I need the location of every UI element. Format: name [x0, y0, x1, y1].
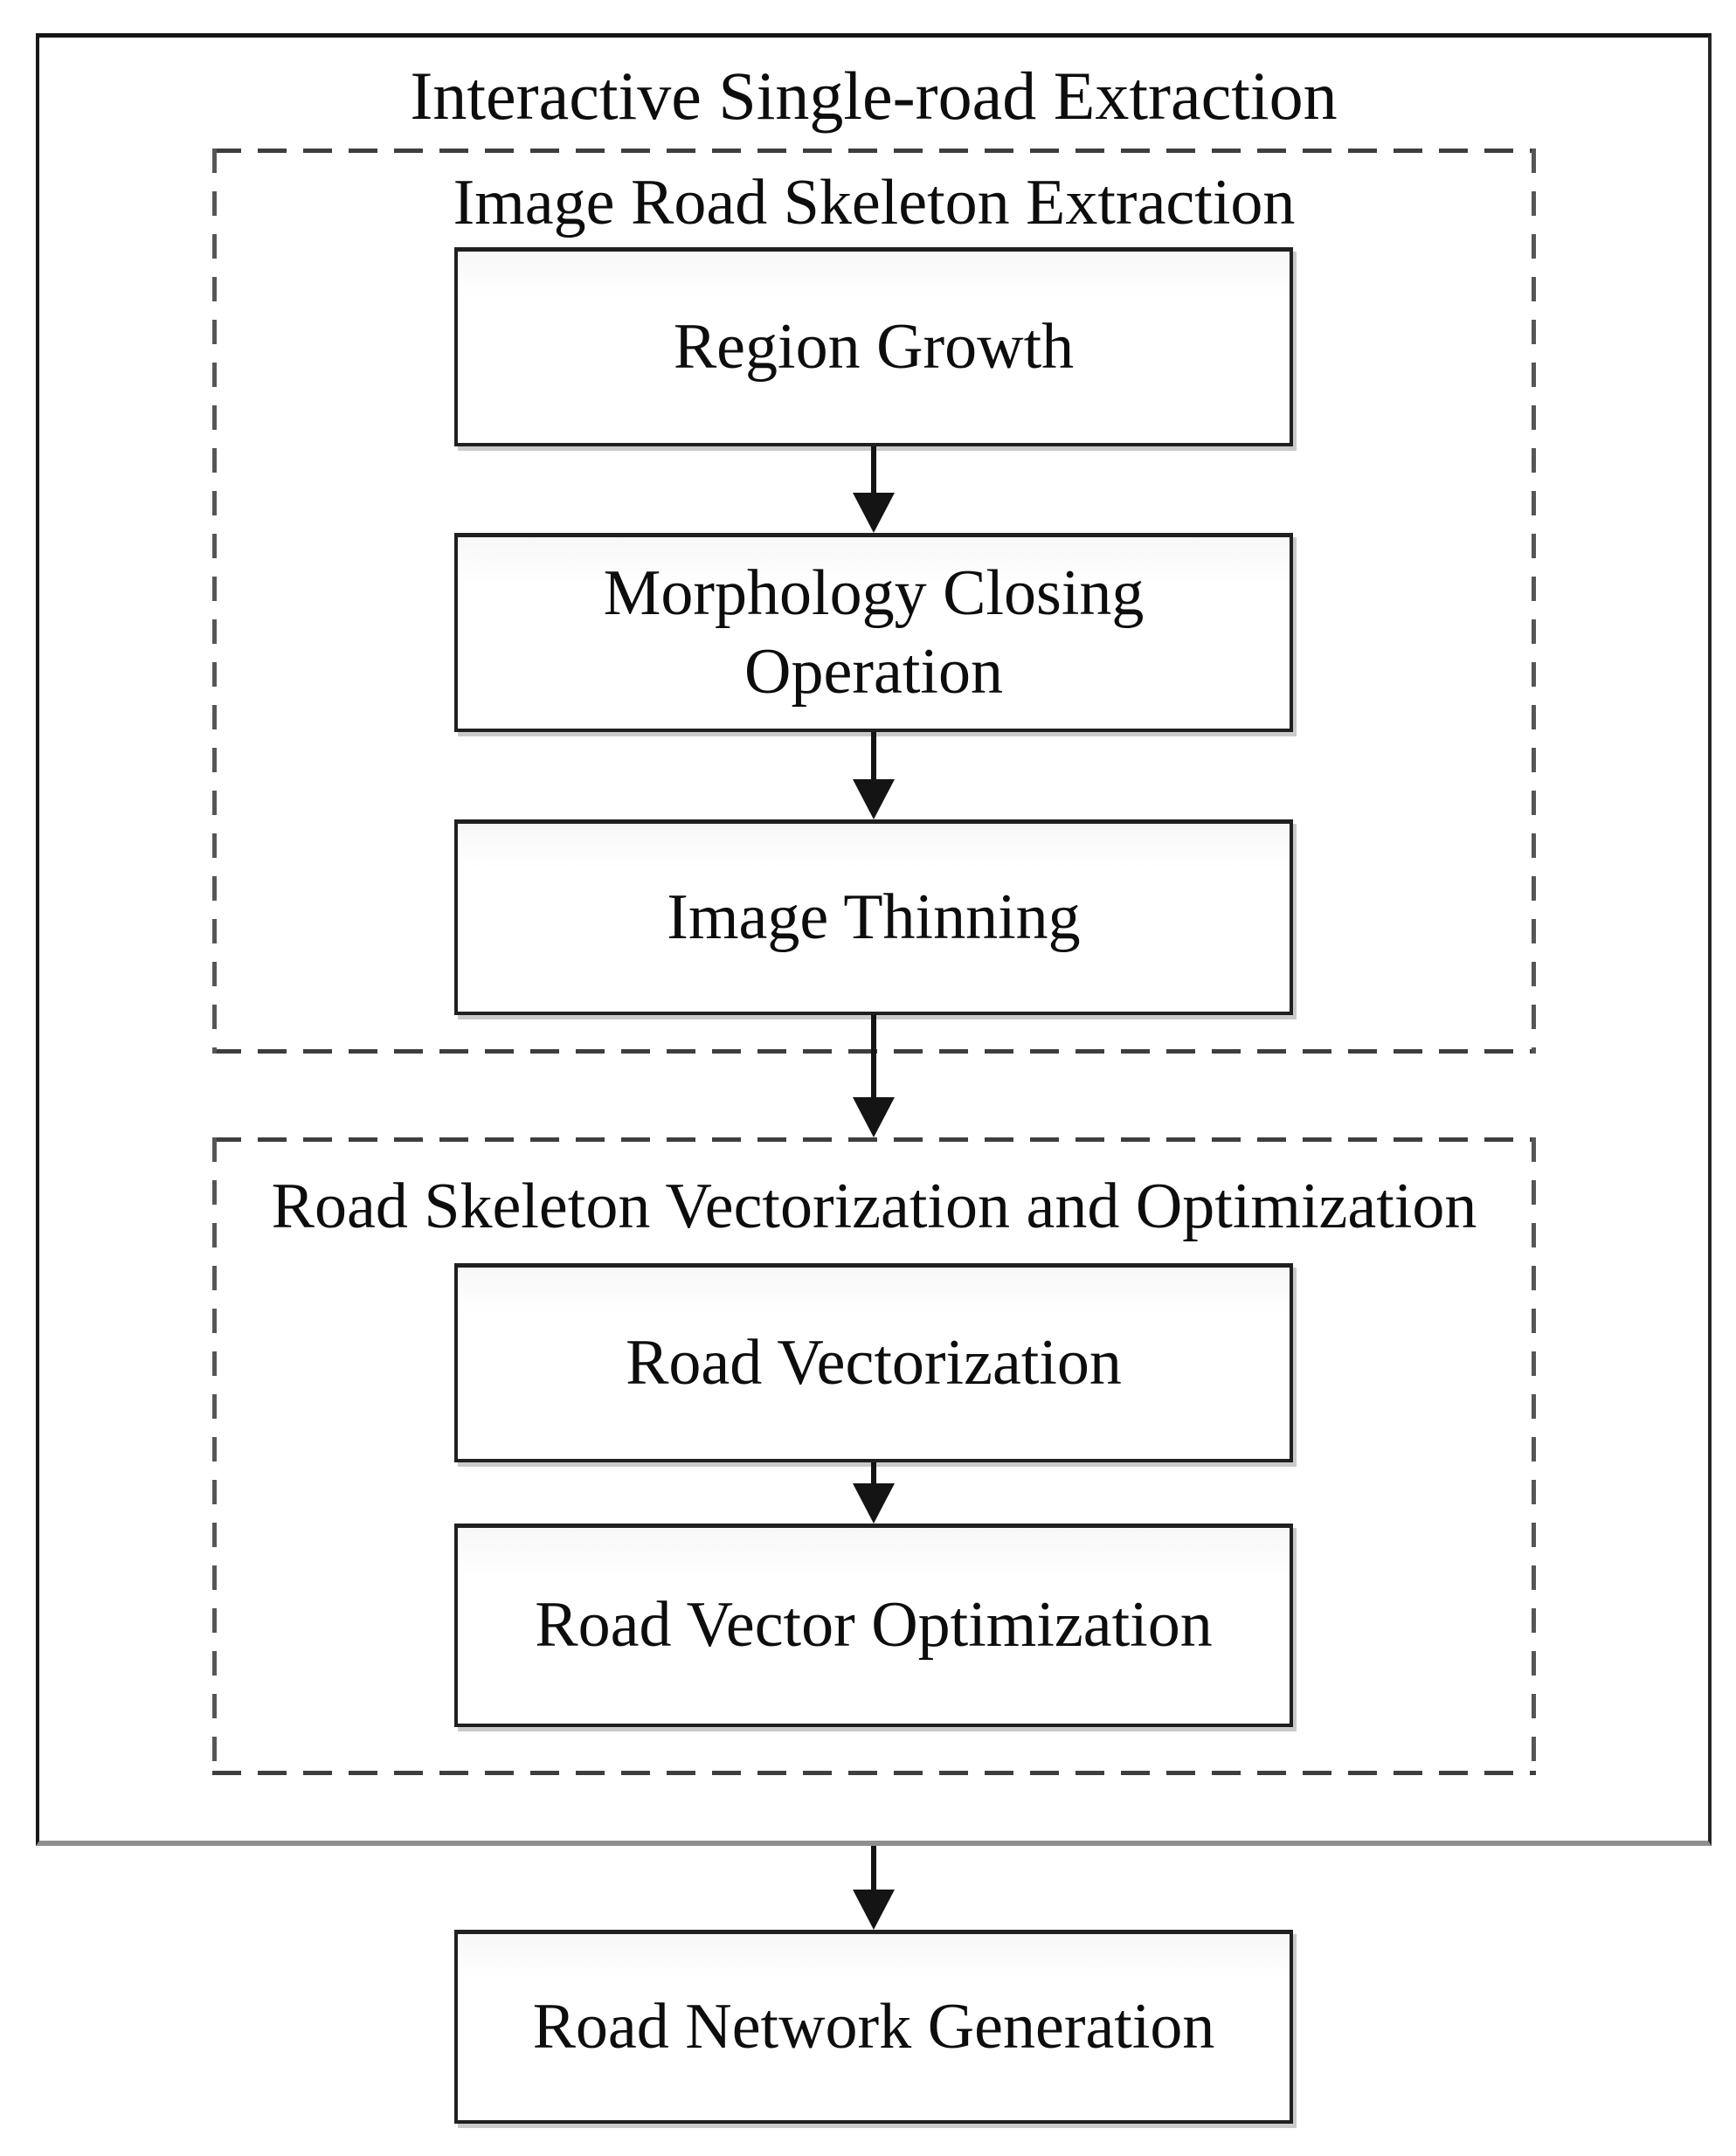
arrow-head-icon: [853, 493, 895, 533]
flow-arrow-stage2-to-road-network-generation: [853, 1846, 895, 1930]
arrow-head-icon: [853, 779, 895, 819]
flow-arrow-vectorization-to-optimization: [853, 1462, 895, 1524]
dashed-border-left: [212, 1137, 217, 1775]
stage1-title: Image Road Skeleton Extraction: [453, 167, 1296, 238]
flow-arrow-stage1-to-stage2: [853, 1015, 895, 1137]
step-label: Morphology Closing Operation: [603, 556, 1145, 708]
step-label: Road Vectorization: [626, 1326, 1122, 1399]
dashed-border-left: [212, 149, 217, 1054]
arrow-head-icon: [853, 1483, 895, 1524]
arrow-shaft: [871, 1015, 876, 1097]
flow-arrow-region-growth-to-morphology: [853, 446, 895, 533]
interactive-extraction-group-border: [36, 33, 1712, 1846]
step-road-network-generation: Road Network Generation: [454, 1930, 1293, 2124]
dashed-border-bottom: [212, 1771, 1536, 1775]
step-label: Image Thinning: [667, 881, 1081, 953]
arrow-shaft: [871, 1462, 876, 1483]
stage-road-skeleton-vectorization-and-optimization: [212, 1137, 1536, 1775]
stage2-title: Road Skeleton Vectorization and Optimiza…: [271, 1171, 1477, 1242]
dashed-border-top: [212, 1137, 1536, 1142]
step-label: Road Network Generation: [532, 1990, 1215, 2063]
step-road-vectorization: Road Vectorization: [454, 1263, 1293, 1462]
step-road-vector-optimization: Road Vector Optimization: [454, 1524, 1293, 1727]
flow-arrow-morphology-to-image-thinning: [853, 732, 895, 819]
dashed-border-top: [212, 149, 1536, 153]
arrow-head-icon: [853, 1097, 895, 1137]
arrow-shaft: [871, 732, 876, 779]
step-label: Road Vector Optimization: [535, 1589, 1213, 1662]
arrow-shaft: [871, 1846, 876, 1890]
dashed-border-right: [1532, 149, 1536, 1054]
step-image-thinning: Image Thinning: [454, 819, 1293, 1015]
dashed-border-right: [1532, 1137, 1536, 1775]
step-region-growth: Region Growth: [454, 247, 1293, 446]
arrow-head-icon: [853, 1890, 895, 1930]
arrow-shaft: [871, 446, 876, 493]
step-label: Region Growth: [673, 310, 1075, 383]
step-morphology-closing-operation: Morphology Closing Operation: [454, 533, 1293, 732]
diagram-title: Interactive Single-road Extraction: [410, 58, 1338, 134]
